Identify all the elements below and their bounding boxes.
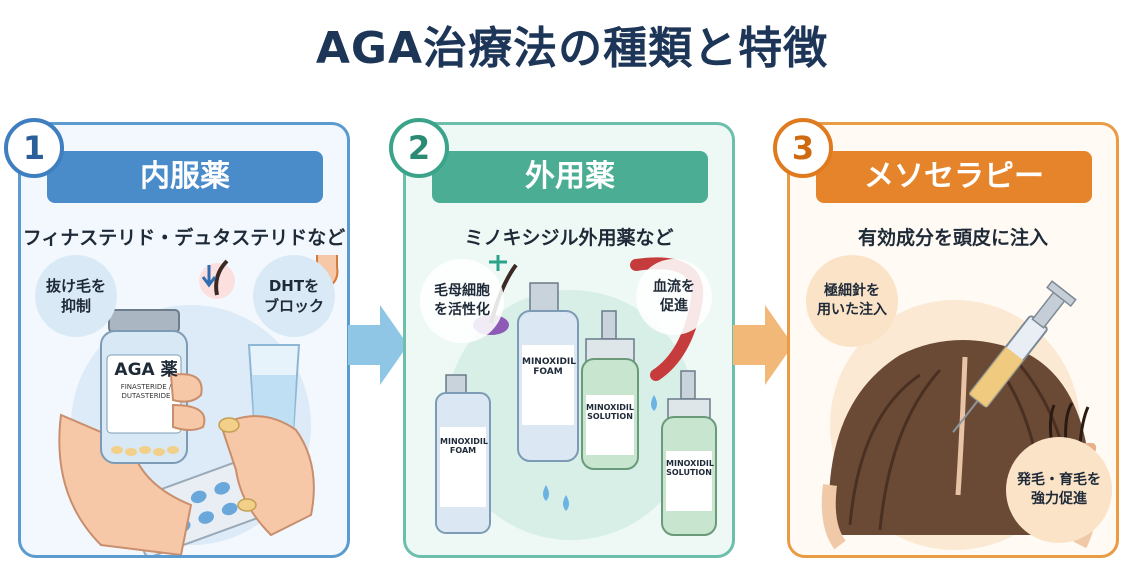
bubble-block-dht: DHTを ブロック: [253, 255, 335, 337]
step-number-1: 1: [4, 118, 64, 178]
bubble-promote-blood-flow: 血流を 促進: [636, 259, 712, 335]
bubble-suppress-hair-loss: 抜け毛を 抑制: [35, 255, 117, 337]
arrow-right-icon: [733, 305, 793, 385]
page-title: AGA治療法の種類と特徴: [315, 23, 829, 74]
oral-medication-illustration: 抜け毛を 抑制 DHTを ブロック AGA 薬 FINASTERIDE / DU…: [21, 253, 347, 555]
step-number-3: 3: [773, 118, 833, 178]
bubble-activate-hair-matrix: 毛母細胞 を活性化: [420, 259, 504, 343]
solution-label-middle: MINOXIDIL SOLUTION: [586, 403, 635, 421]
bottle-sublabel: FINASTERIDE / DUTASTERIDE: [120, 383, 172, 401]
panel-heading: メソセラピー: [816, 151, 1092, 203]
bubble-promote-hair-growth: 発毛・育毛を 強力促進: [1006, 437, 1112, 543]
foam-label-left: MINOXIDIL FOAM: [440, 437, 489, 455]
topical-medication-illustration: 毛母細胞 を活性化 血流を 促進 MINOXIDIL FOAM MINOXIDI…: [406, 253, 732, 555]
panel-subtitle: フィナステリド・デュタステリドなど: [22, 227, 346, 249]
panel-subtitle: 有効成分を頭皮に注入: [857, 227, 1048, 249]
panel-topical-medication: 外用薬 ミノキシジル外用薬など: [403, 122, 735, 558]
panel-heading: 内服薬: [47, 151, 323, 203]
panel-oral-medication: 内服薬 フィナステリド・デュタステリドなど: [18, 122, 350, 558]
pill-bottle-hands-icon: [58, 253, 339, 555]
panel-mesotherapy: メソセラピー 有効成分を頭皮に注入: [787, 122, 1119, 558]
panel-subtitle: ミノキシジル外用薬など: [464, 227, 674, 249]
bubble-fine-needle-injection: 極細針を 用いた注入: [806, 255, 898, 347]
foam-label-middle: MINOXIDIL FOAM: [522, 357, 577, 377]
panel-heading: 外用薬: [432, 151, 708, 203]
arrow-right-icon: [348, 305, 408, 385]
minoxidil-bottles-icon: [435, 253, 717, 540]
bottle-label: AGA 薬: [114, 360, 178, 380]
step-number-2: 2: [389, 118, 449, 178]
mesotherapy-illustration: 極細針を 用いた注入 発毛・育毛を 強力促進: [790, 255, 1116, 555]
solution-label-right: MINOXIDIL SOLUTION: [666, 459, 715, 477]
